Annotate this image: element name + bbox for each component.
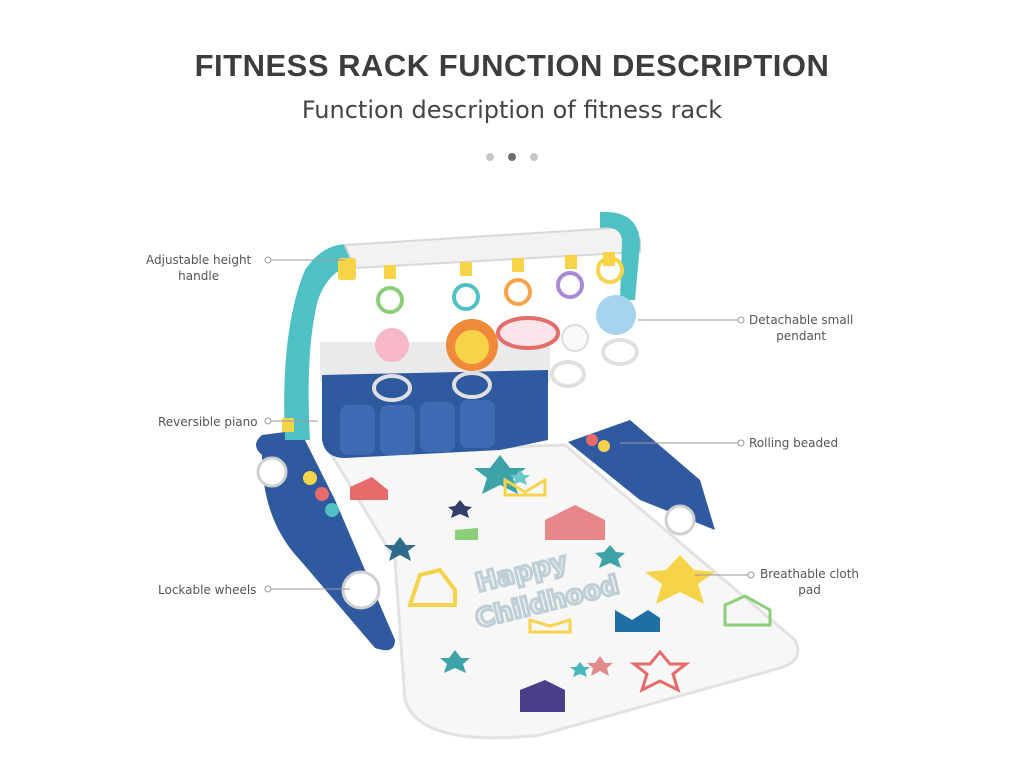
right-base [568,420,715,536]
carousel-dot-1[interactable] [486,153,494,161]
callout-reversible-piano: Reversible piano [158,415,258,429]
elephant-pendant-icon [596,295,636,335]
front-wheel-icon [256,456,288,488]
callout-lockable-wheels: Lockable wheels [158,583,257,597]
height-handle-icon [338,258,356,280]
callout-detachable-pendant: Detachable small pendant [749,313,854,343]
mirror-toy-icon [496,316,560,350]
reversible-piano [320,342,550,458]
bee-toy-icon [375,328,409,362]
play-mat: Happy Childhood [327,443,800,740]
page-subtitle: Function description of fitness rack [301,96,723,124]
callout-rolling-beaded: Rolling beaded [749,436,839,450]
callout-lines [264,256,755,593]
rear-wheel-icon [341,570,381,610]
rabbit-toy-icon [561,324,589,352]
callout-height-handle: Adjustable height handle [146,253,252,283]
left-base [256,430,395,651]
carousel-indicator [0,153,1024,161]
carousel-dot-2[interactable] [508,153,516,161]
page-title: FITNESS RACK FUNCTION DESCRIPTION [194,48,830,83]
carousel-dot-3[interactable] [530,153,538,161]
fitness-arch [282,211,641,440]
hanging-toys [372,252,639,402]
callout-breathable-pad: Breathable cloth pad [760,567,860,597]
